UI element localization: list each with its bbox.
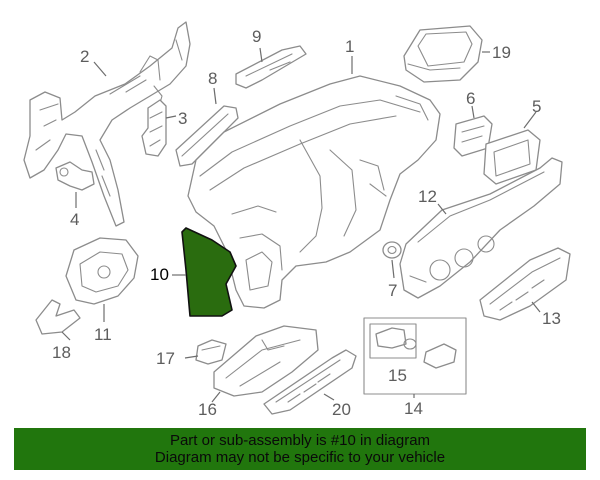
part-9-upper-trim[interactable] bbox=[235, 45, 307, 89]
callout-8: 8 bbox=[208, 69, 217, 88]
callout-18: 18 bbox=[52, 343, 71, 362]
part-16-lower-bracket[interactable] bbox=[213, 325, 319, 397]
callout-6: 6 bbox=[466, 89, 475, 108]
part-4-sensor[interactable] bbox=[55, 161, 95, 191]
callout-5: 5 bbox=[532, 97, 541, 116]
callout-13: 13 bbox=[542, 309, 561, 328]
callout-15: 15 bbox=[388, 366, 407, 385]
part-1-instrument-panel[interactable] bbox=[187, 75, 441, 309]
part-8-trim[interactable] bbox=[175, 105, 239, 167]
leader-lines bbox=[61, 47, 541, 403]
info-banner: Part or sub-assembly is #10 in diagram D… bbox=[14, 428, 586, 470]
parts-diagram: 1 2 3 4 5 6 7 8 9 10 11 12 13 14 15 16 1… bbox=[23, 21, 571, 419]
part-2-crossbeam[interactable] bbox=[23, 21, 191, 227]
part-18-bracket[interactable] bbox=[35, 299, 81, 335]
callout-1: 1 bbox=[345, 37, 354, 56]
part-7-knob[interactable] bbox=[382, 241, 402, 259]
part-14-group-box[interactable] bbox=[363, 317, 467, 395]
callout-16: 16 bbox=[198, 400, 217, 419]
callout-12: 12 bbox=[418, 187, 437, 206]
callout-4: 4 bbox=[70, 210, 79, 229]
callout-17: 17 bbox=[156, 349, 175, 368]
callout-3: 3 bbox=[178, 109, 187, 128]
callout-2: 2 bbox=[80, 47, 89, 66]
callout-9: 9 bbox=[252, 27, 261, 46]
part-3-bracket[interactable] bbox=[141, 99, 167, 157]
callout-7: 7 bbox=[388, 281, 397, 300]
banner-line-2: Diagram may not be specific to your vehi… bbox=[154, 449, 446, 466]
part-15-switch-pack[interactable] bbox=[369, 323, 417, 359]
part-20-lower-trim[interactable] bbox=[263, 349, 357, 415]
callout-20: 20 bbox=[332, 400, 351, 419]
part-19-display[interactable] bbox=[403, 25, 483, 83]
callout-11: 11 bbox=[94, 325, 112, 344]
part-13-side-trim[interactable] bbox=[479, 247, 571, 321]
part-11-instrument-cluster[interactable] bbox=[65, 237, 139, 305]
part-10-highlighted[interactable] bbox=[181, 227, 237, 317]
part-12-console-trim[interactable] bbox=[399, 157, 563, 299]
banner-line-1: Part or sub-assembly is #10 in diagram bbox=[169, 432, 431, 449]
part-17-switch[interactable] bbox=[195, 339, 227, 365]
callout-14: 14 bbox=[404, 399, 423, 418]
callout-19: 19 bbox=[492, 43, 511, 62]
callout-10: 10 bbox=[150, 265, 169, 284]
